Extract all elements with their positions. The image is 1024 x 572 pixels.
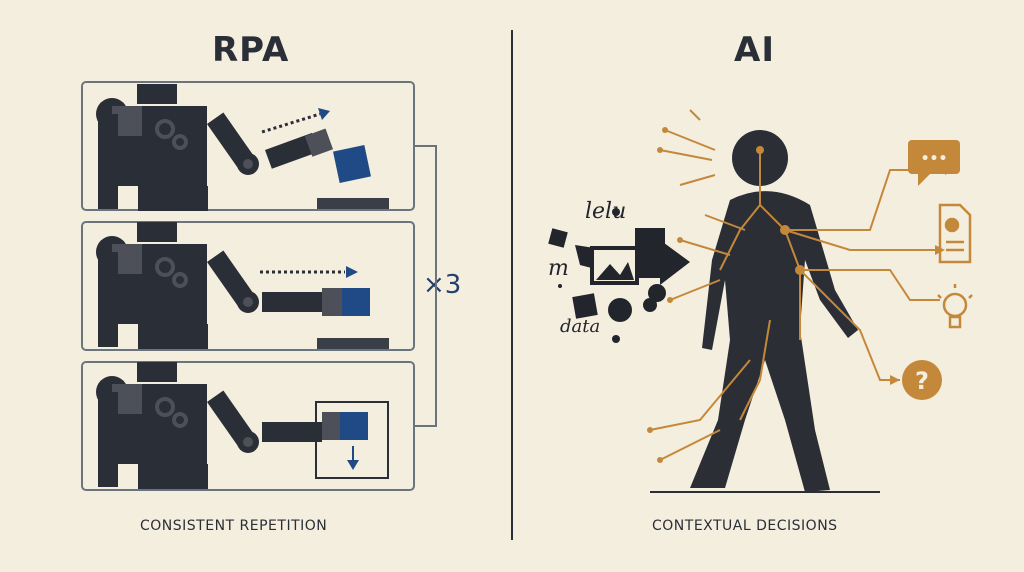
ai-caption: CONTEXTUAL DECISIONS bbox=[652, 518, 838, 534]
scribble-lelu: lelu bbox=[585, 199, 626, 224]
circuit-lines bbox=[649, 109, 945, 461]
rpa-panel-1 bbox=[81, 81, 415, 213]
rpa-title: RPA bbox=[212, 30, 290, 70]
scribble-m: m bbox=[548, 256, 569, 281]
svg-text:•••: ••• bbox=[921, 151, 948, 167]
circuit-nodes bbox=[647, 127, 955, 463]
question-icon: ? bbox=[902, 360, 942, 400]
rpa-caption: CONSISTENT REPETITION bbox=[140, 518, 328, 534]
rpa-panel-2 bbox=[81, 220, 415, 351]
document-chart-icon bbox=[938, 203, 972, 264]
lightbulb-icon bbox=[937, 284, 973, 329]
speech-bubble-icon: ••• bbox=[908, 140, 960, 186]
unstructured-data: lelu m data bbox=[548, 199, 690, 343]
scribble-data: data bbox=[560, 316, 600, 337]
repeat-count-label: ×3 bbox=[423, 270, 462, 300]
ai-title: AI bbox=[734, 30, 775, 70]
svg-text:?: ? bbox=[915, 367, 929, 395]
repeat-bracket bbox=[414, 145, 437, 427]
rpa-panel-3 bbox=[81, 360, 415, 491]
